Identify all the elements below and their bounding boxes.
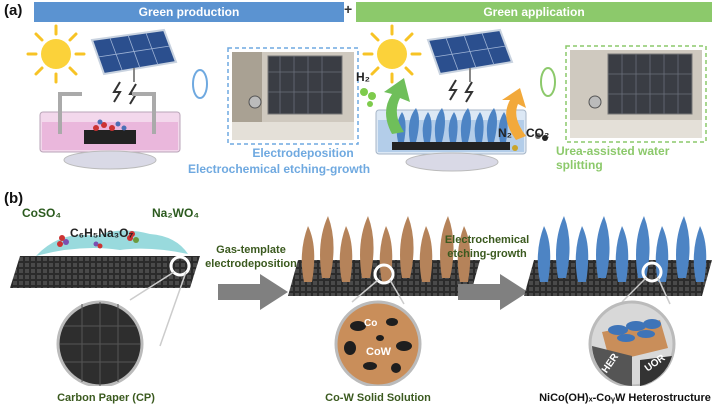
- electrodeposition-label: Electrodeposition: [252, 146, 354, 160]
- na2wo4-label: Na₂WO₄: [152, 206, 200, 220]
- green-arrow-icon: [384, 78, 410, 134]
- zoom-ring-cow: [373, 263, 395, 285]
- caption-cow: Co-W Solid Solution: [325, 392, 431, 404]
- h2-label: H₂: [356, 70, 370, 84]
- caption-carbon-paper: Carbon Paper (CP): [57, 392, 155, 404]
- zoom-ring-left: [192, 69, 208, 99]
- banner-green-application: Green application: [356, 2, 712, 22]
- electrolyte-splash-icon: [36, 230, 188, 256]
- panel-b-label: (b): [4, 190, 24, 207]
- photo-frame-left: [227, 47, 359, 145]
- etch-label-1: Electrochemical: [444, 234, 530, 246]
- solar-panel-icon-left: [90, 28, 178, 105]
- h2-bubbles-icon: [360, 88, 376, 107]
- lab-photo-left: [232, 52, 354, 140]
- panel-b-illustration: [10, 216, 712, 386]
- plus-sign: +: [344, 1, 353, 17]
- photo-frame-right: [565, 45, 707, 143]
- citrate-label: C₆H₅Na₃O₇: [70, 226, 134, 240]
- zoom-ring-hetero: [641, 261, 663, 283]
- gas-template-label-2: electrodeposition: [205, 258, 297, 270]
- cow-label: CoW: [366, 346, 392, 358]
- orange-arrow-icon: [502, 88, 526, 140]
- etch-label-2: etching-growth: [447, 248, 527, 260]
- carbon-paper-substrate: [10, 256, 200, 288]
- arrow-1-icon: [218, 274, 288, 310]
- caption-hetero: NiCo(OH)ₓ-CoᵧW Heterostructure: [539, 392, 711, 404]
- hetero-dendrites: [537, 216, 707, 282]
- coso4-label: CoSO₄: [22, 206, 62, 220]
- electrolysis-cell-left: [39, 92, 181, 170]
- gas-molecules-icon: [512, 133, 548, 151]
- arrow-2-icon: [458, 274, 528, 310]
- solar-panel-icon-right: [426, 28, 514, 103]
- lab-photo-right: [570, 50, 702, 138]
- co-label: Co: [364, 318, 378, 329]
- panel-a-label: (a): [4, 2, 23, 19]
- sun-icon-right: [362, 24, 422, 84]
- banner-green-production: Green production: [34, 2, 344, 22]
- urea-water-splitting-label: Urea-assisted water splitting: [556, 144, 670, 172]
- co2-label: CO₂: [526, 126, 550, 140]
- zoom-ring-cp: [169, 255, 191, 277]
- molecule-icons: [57, 231, 139, 249]
- etching-growth-label: Electrochemical etching-growth: [188, 162, 371, 176]
- electrolysis-cell-right: [375, 108, 527, 172]
- zoom-ring-right: [540, 67, 556, 97]
- panel-a-illustration: [26, 24, 707, 172]
- gas-template-label-1: Gas-template: [216, 244, 286, 256]
- n2-label: N₂: [498, 126, 512, 140]
- sun-icon-left: [26, 24, 86, 84]
